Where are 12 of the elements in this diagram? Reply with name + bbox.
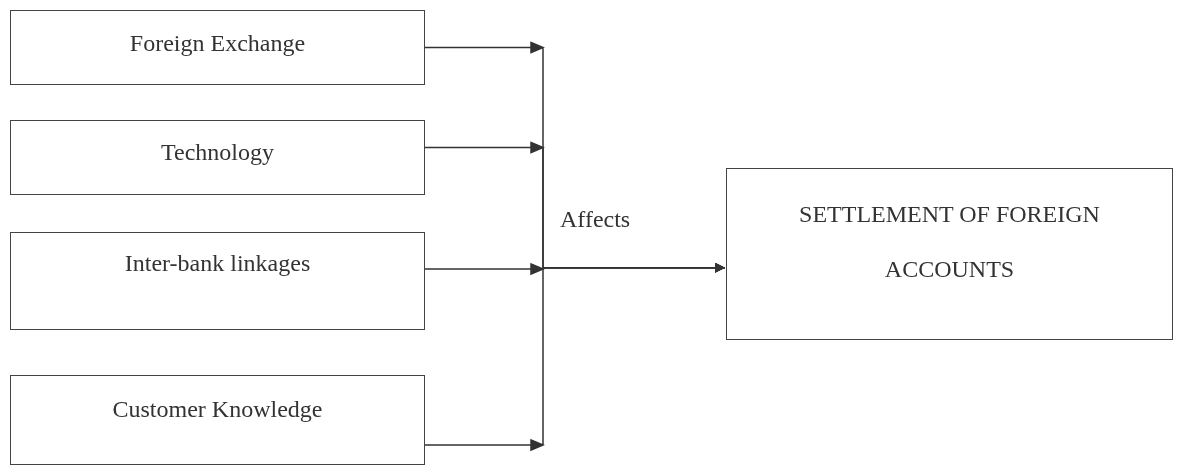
box-label: Foreign Exchange	[128, 31, 307, 55]
text-box	[726, 168, 1173, 340]
box-label: Inter-bank linkages	[123, 251, 312, 275]
text-label: Affects	[560, 207, 631, 231]
text-box	[10, 120, 425, 195]
text-box	[10, 232, 425, 330]
box-label: Technology	[160, 140, 275, 164]
text-box	[10, 10, 425, 85]
text-box	[10, 375, 425, 465]
box-label: Customer Knowledge	[111, 397, 324, 421]
arrow	[424, 262, 726, 451]
box-label: SETTLEMENT OF FOREIGN ACCOUNTS	[798, 200, 1101, 284]
